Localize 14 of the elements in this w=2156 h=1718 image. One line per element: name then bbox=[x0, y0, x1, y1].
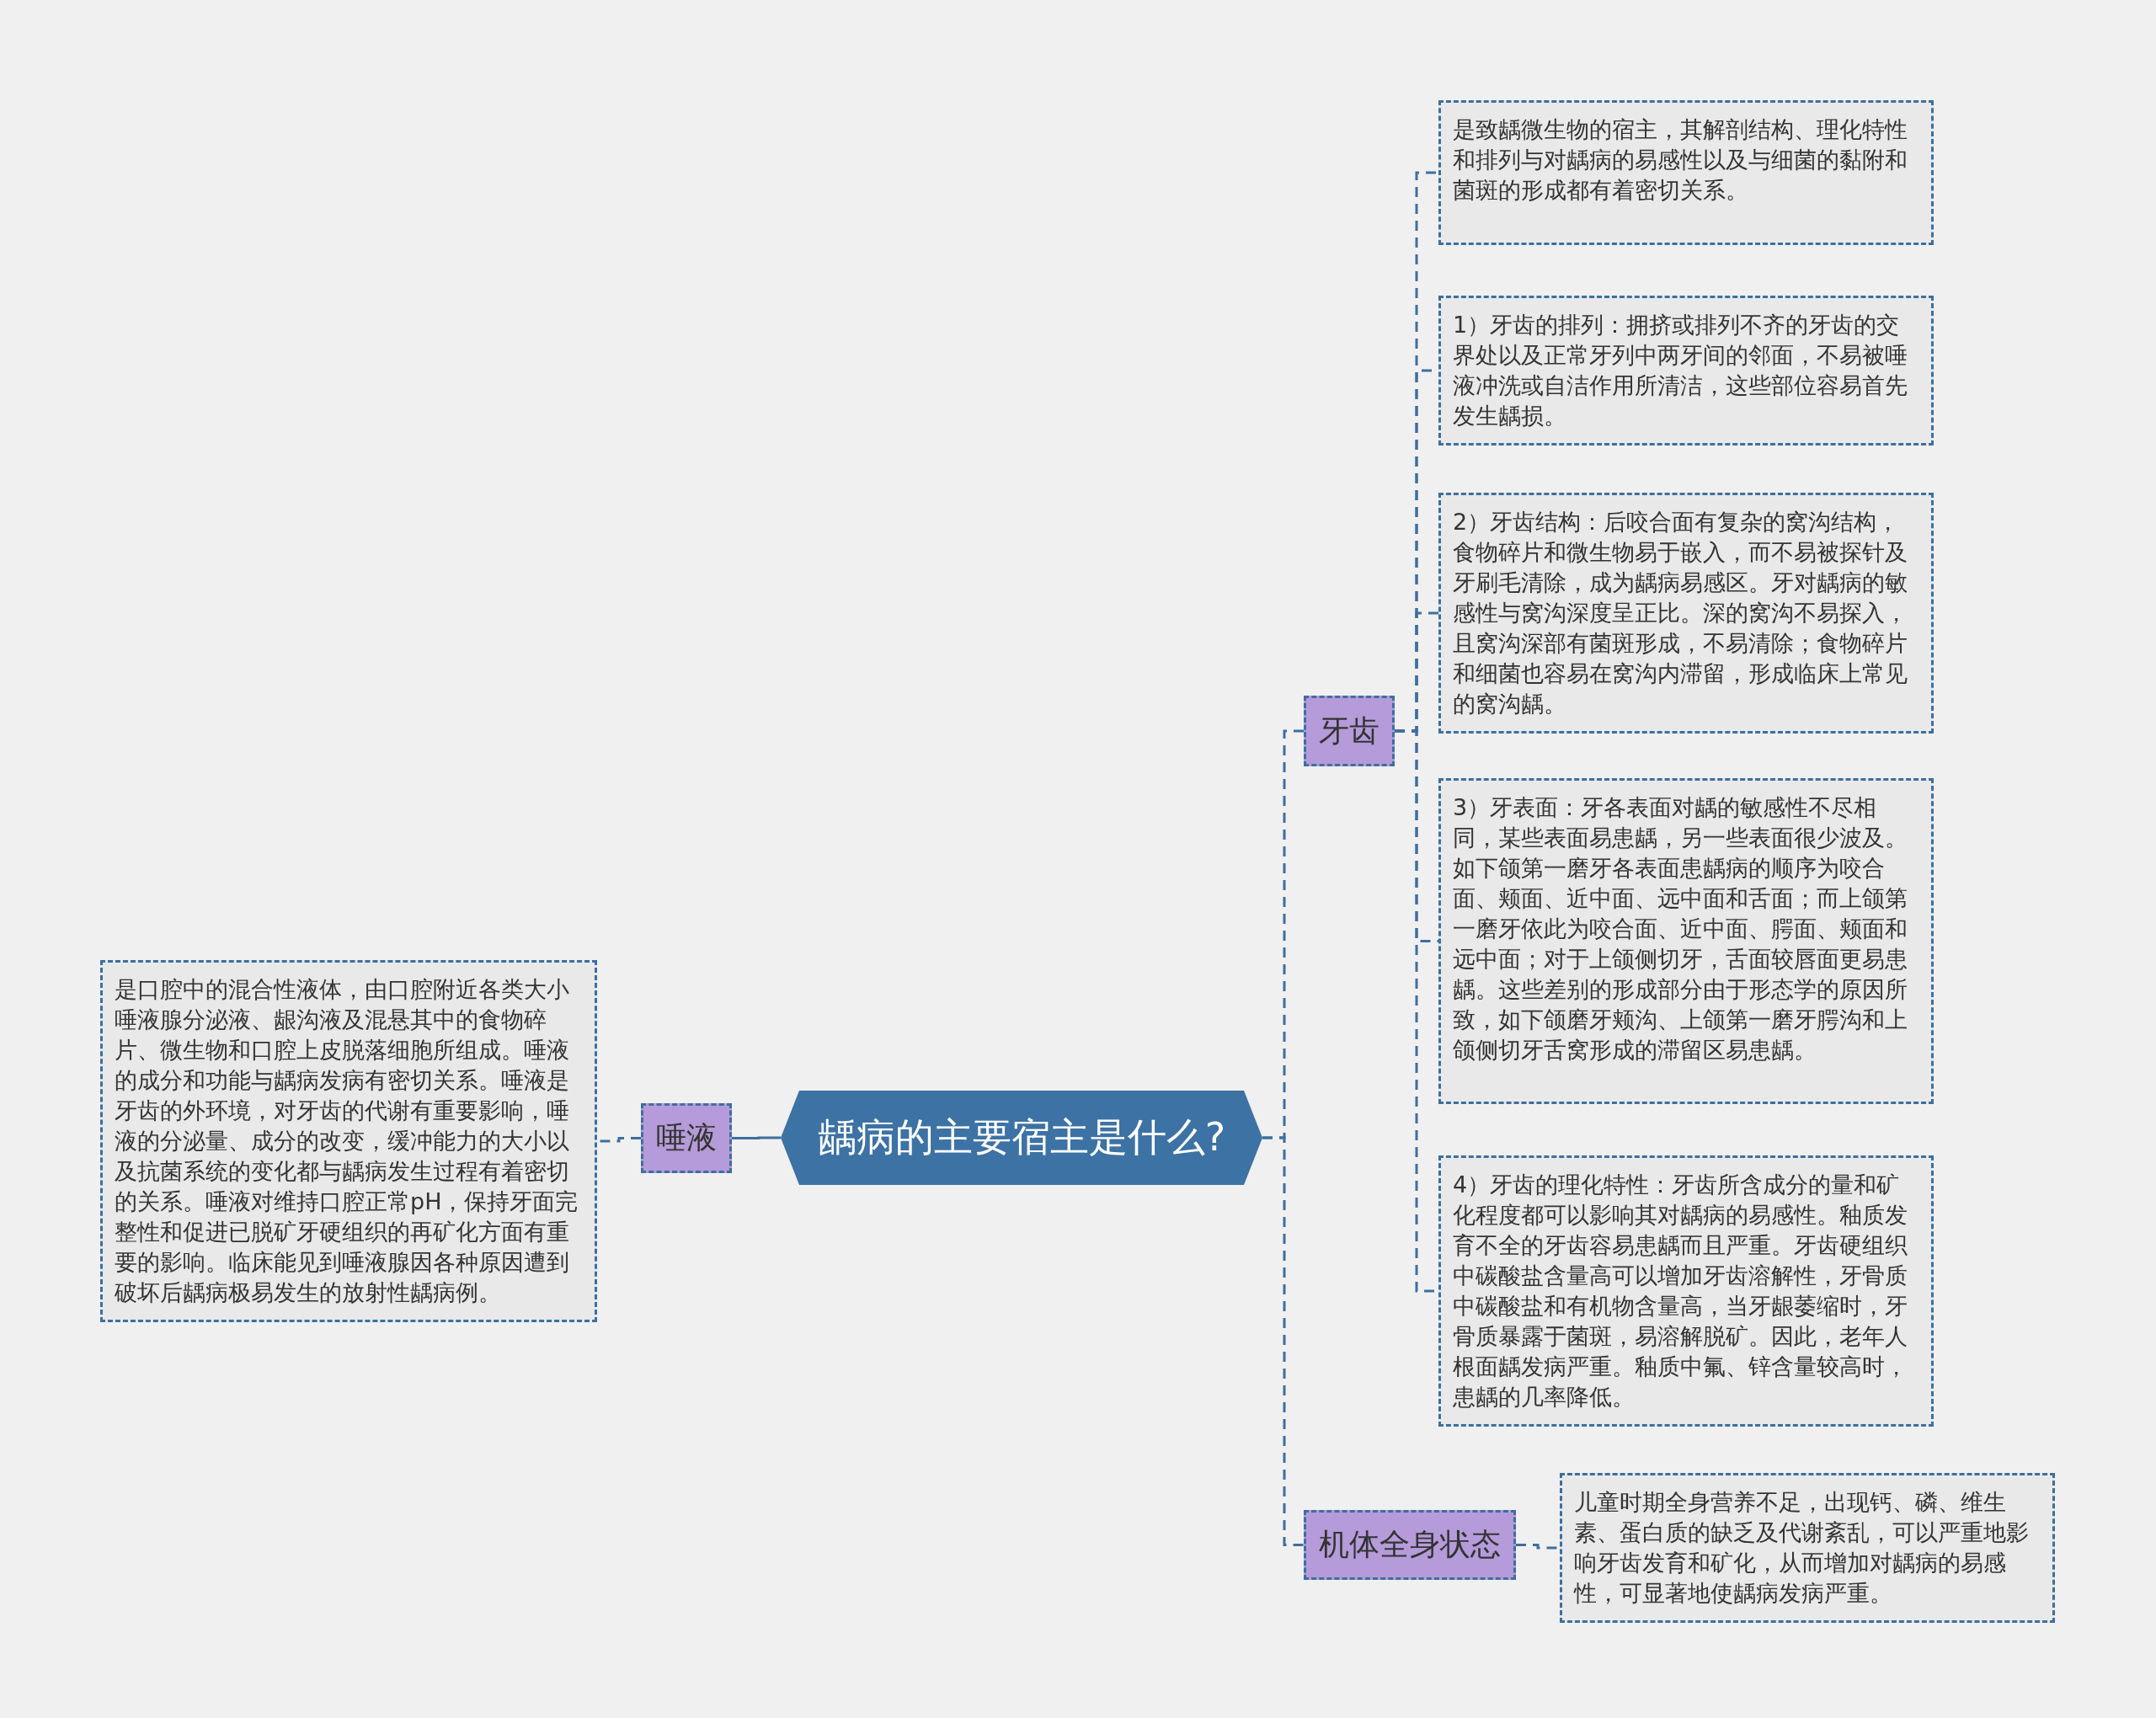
text-box: 4）牙齿的理化特性：牙齿所含成分的量和矿化程度都可以影响其对龋病的易感性。釉质发育不全的牙齿容易患龋而且严重。牙齿硬组织中碳酸盐含量高可以增加牙齿溶解性，牙骨质中碳酸盐和有机物含量高，当牙龈萎缩时，牙骨质暴露于菌斑，易溶解脱矿。因此，老年人根面龋发病严重。釉质中氟、锌含量较高时，患龋的几率降低。 bbox=[1438, 1155, 1934, 1427]
topic-box: 机体全身状态 bbox=[1304, 1510, 1516, 1580]
text-box: 1）牙齿的排列：拥挤或排列不齐的牙齿的交界处以及正常牙列中两牙间的邻面，不易被唾液冲洗或自洁作用所清洁，这些部位容易首先发生龋损。 bbox=[1438, 296, 1934, 446]
text-box: 儿童时期全身营养不足，出现钙、磷、维生素、蛋白质的缺乏及代谢紊乱，可以严重地影响牙齿发育和矿化，从而增加对龋病的易感性，可显著地使龋病发病严重。 bbox=[1560, 1473, 2055, 1623]
topic-box: 牙齿 bbox=[1304, 696, 1395, 766]
text-box: 是致龋微生物的宿主，其解剖结构、理化特性和排列与对龋病的易感性以及与细菌的黏附和菌斑的形成都有着密切关系。 bbox=[1438, 100, 1934, 245]
connector bbox=[1516, 1544, 1560, 1550]
text-box: 2）牙齿结构：后咬合面有复杂的窝沟结构，食物碎片和微生物易于嵌入，而不易被探针及牙刷毛清除，成为龋病易感区。牙对龋病的敏感性与窝沟深度呈正比。深的窝沟不易探入，且窝沟深部有菌斑形成，不易清除；食物碎片和细菌也容易在窝沟内滞留，形成临床上常见的窝沟龋。 bbox=[1438, 493, 1934, 734]
text-box: 3）牙表面：牙各表面对龋的敏感性不尽相同，某些表面易患龋，另一些表面很少波及。如下颌第一磨牙各表面患龋病的顺序为咬合面、颊面、近中面、远中面和舌面；而上颌第一磨牙依此为咬合面、近中面、腭面、颊面和远中面；对于上颌侧切牙，舌面较唇面更易患龋。这些差别的形成部分由于形态学的原因所致，如下颌磨牙颊沟、上颌第一磨牙腭沟和上颌侧切牙舌窝形成的滞留区易患龋。 bbox=[1438, 778, 1934, 1104]
topic-box: 唾液 bbox=[641, 1103, 732, 1173]
connector bbox=[732, 1136, 781, 1139]
text-box: 是口腔中的混合性液体，由口腔附近各类大小唾液腺分泌液、龈沟液及混悬其中的食物碎片、微生物和口腔上皮脱落细胞所组成。唾液的成分和功能与龋病发病有密切关系。唾液是牙齿的外环境，对牙齿的代谢有重要影响，唾液的分泌量、成分的改变，缓冲能力的大小以及抗菌系统的变化都与龋病发生过程有着密切的关系。唾液对维持口腔正常pH，保持牙面完整性和促进已脱矿牙硬组织的再矿化方面有重要的影响。临床能见到唾液腺因各种原因遭到破坏后龋病极易发生的放射性龋病例。 bbox=[100, 960, 597, 1322]
connector bbox=[1262, 1136, 1304, 1546]
central-topic-hexagon: 龋病的主要宿主是什么? bbox=[781, 1091, 1262, 1185]
